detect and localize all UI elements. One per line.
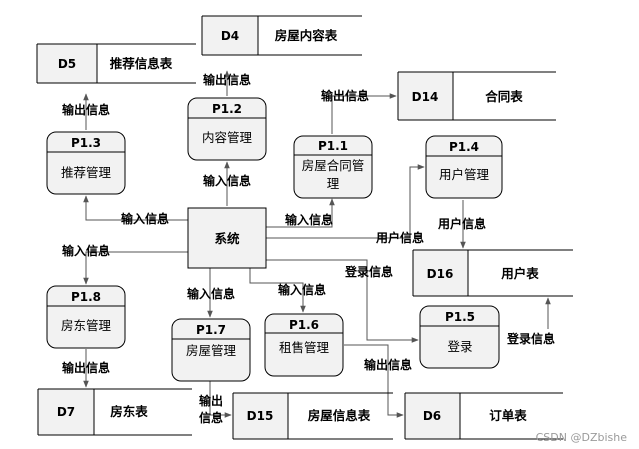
store-d4-name: 房屋内容表	[275, 28, 338, 43]
store-d7: D7 房东表	[37, 388, 192, 436]
store-d16-name: 用户表	[500, 266, 539, 281]
store-d14-name: 合同表	[485, 89, 523, 104]
store-d5-name: 推荐信息表	[110, 56, 173, 71]
label-sys-p15: 登录信息	[344, 264, 393, 279]
label-p15-d16: 登录信息	[506, 331, 555, 346]
store-d7-name: 房东表	[110, 404, 148, 419]
store-d15: D15 房屋信息表	[232, 392, 393, 440]
label-p11-d14: 输出信息	[321, 88, 369, 103]
store-d6-id: D6	[423, 409, 441, 423]
process-p13: P1.3 推荐管理	[46, 131, 126, 195]
store-d16: D16 用户表	[412, 249, 573, 297]
process-p15-id: P1.5	[445, 310, 475, 324]
edge-p16-d6	[344, 344, 404, 418]
store-d6: D6 订单表	[404, 392, 563, 440]
label-p17-d15-line1: 输出	[199, 393, 223, 408]
edge-sys-p11	[266, 198, 335, 228]
process-p15-name: 登录	[447, 339, 472, 354]
process-p12-id: P1.2	[212, 102, 242, 116]
label-p14-d16: 用户信息	[437, 216, 486, 231]
process-p15: P1.5 登录	[419, 305, 500, 369]
store-d4-id: D4	[221, 29, 239, 43]
process-p17: P1.7 房屋管理	[171, 318, 251, 382]
system-node: 系统	[187, 207, 267, 269]
process-p16: P1.6 租售管理	[264, 313, 344, 377]
process-p18: P1.8 房东管理	[46, 285, 126, 349]
process-p11-name-line1: 房屋合同管	[302, 158, 365, 173]
store-d7-id: D7	[57, 405, 75, 419]
flow-labels: 输出信息 输出信息 输出信息 输入信息 输入信息 输入信息 用户信息 用户信息 …	[62, 72, 555, 425]
store-d14-id: D14	[412, 90, 439, 104]
label-sys-p13: 输入信息	[121, 211, 169, 226]
store-d6-name: 订单表	[489, 408, 527, 423]
store-d16-id: D16	[427, 267, 454, 281]
store-d5-id: D5	[58, 57, 76, 71]
label-sys-p14: 用户信息	[375, 230, 424, 245]
label-sys-p12: 输入信息	[203, 173, 251, 188]
label-p13-d5: 输出信息	[62, 102, 110, 117]
process-p14: P1.4 用户管理	[425, 135, 503, 199]
process-p13-id: P1.3	[71, 136, 101, 150]
process-p16-name: 租售管理	[279, 340, 330, 355]
store-d15-id: D15	[247, 409, 274, 423]
process-p16-id: P1.6	[289, 318, 319, 332]
label-sys-p16: 输入信息	[278, 282, 326, 297]
store-d5: D5 推荐信息表	[36, 43, 196, 84]
label-sys-p11: 输入信息	[285, 212, 333, 227]
label-sys-p18: 输入信息	[62, 243, 110, 258]
flow-edges	[83, 70, 551, 418]
system-label: 系统	[214, 231, 240, 246]
label-p16-d6: 输出信息	[364, 357, 412, 372]
edge-sys-p14	[266, 164, 425, 239]
edge-sys-p15	[266, 259, 419, 343]
process-p18-name: 房东管理	[61, 318, 112, 333]
process-p17-name: 房屋管理	[186, 343, 237, 358]
label-sys-p17: 输入信息	[187, 286, 235, 301]
store-d14: D14 合同表	[397, 71, 556, 121]
process-p17-id: P1.7	[196, 323, 226, 337]
process-p11-id: P1.1	[318, 139, 348, 153]
edge-sys-p13	[83, 195, 188, 221]
label-p12-d4: 输出信息	[203, 72, 251, 87]
process-p11: P1.1 房屋合同管 理	[293, 135, 373, 199]
store-d4: D4 房屋内容表	[201, 15, 362, 56]
store-d15-name: 房屋信息表	[308, 408, 371, 423]
process-p13-name: 推荐管理	[61, 165, 112, 180]
edge-p11-d14	[331, 93, 397, 134]
watermark: CSDN @DZbishe	[536, 431, 628, 444]
edge-sys-p16	[249, 268, 306, 313]
process-p14-id: P1.4	[449, 140, 479, 154]
process-p12: P1.2 内容管理	[187, 97, 267, 161]
process-p14-name: 用户管理	[439, 167, 490, 182]
edge-p17-d15	[209, 381, 232, 418]
process-p12-name: 内容管理	[202, 130, 253, 145]
label-p17-d15-line2: 信息	[199, 410, 223, 425]
process-p18-id: P1.8	[71, 290, 101, 304]
edge-sys-p18	[83, 251, 188, 285]
label-p18-d7: 输出信息	[62, 360, 110, 375]
process-p11-name-line2: 理	[327, 176, 340, 191]
